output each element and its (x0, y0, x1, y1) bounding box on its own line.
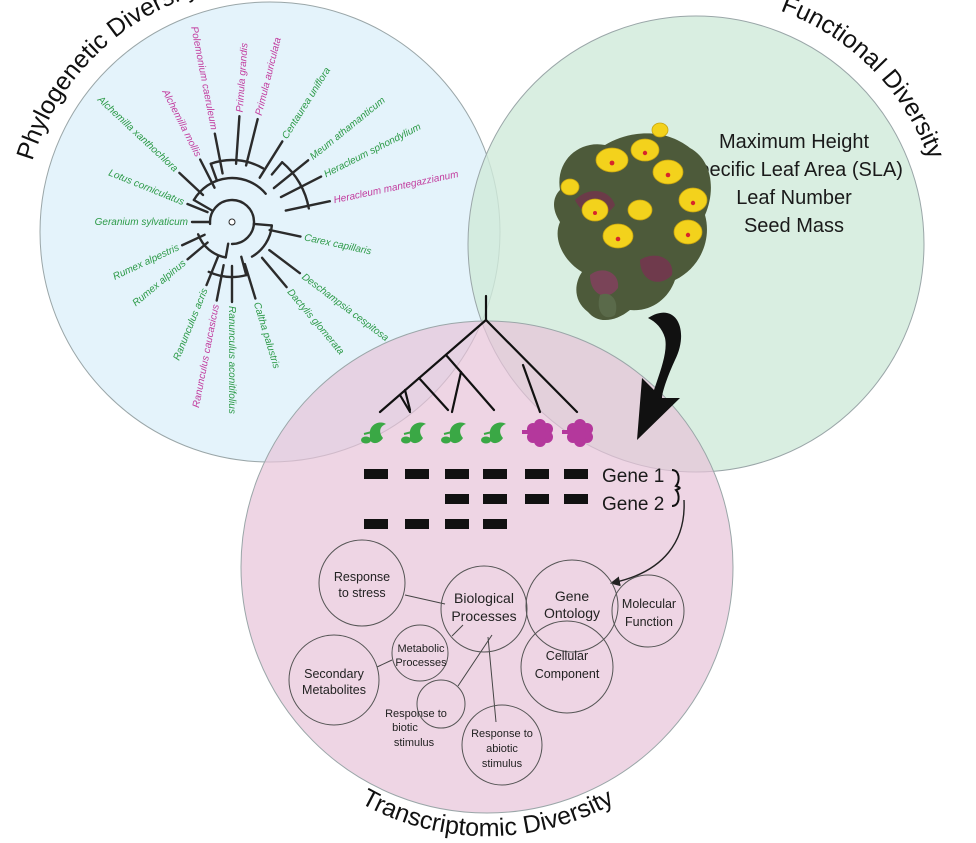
sample-icons (361, 419, 593, 447)
bubble-gene-ontology (525, 559, 619, 653)
gene-bar (405, 469, 429, 479)
bubble-response-stress (318, 539, 406, 627)
go-stress-1: Response (334, 570, 390, 584)
go-secondary-2: Metabolites (302, 683, 366, 697)
species-label: Geranium sylvaticum (95, 217, 188, 228)
gene-expression-bars (364, 469, 588, 529)
go-abiotic-1: Response to (471, 728, 533, 740)
go-molecular-1: Molecular (622, 597, 676, 611)
go-biotic-1: Response to (385, 708, 447, 720)
go-cellular-2: Component (535, 667, 600, 681)
leaf-icon (401, 422, 426, 444)
go-cellular-1: Cellular (546, 649, 588, 663)
gene-bar (483, 519, 507, 529)
trait-max-height: Maximum Height (719, 131, 869, 153)
go-abiotic-3: stimulus (482, 758, 523, 770)
phylogenetic-tree (178, 115, 332, 304)
ontology-connectors (376, 594, 497, 723)
flower-to-tree-arrow (637, 312, 682, 440)
leaf-icon (481, 422, 506, 444)
flower-icon (562, 419, 593, 447)
trait-leaf-number: Leaf Number (736, 187, 852, 209)
bubble-molecular-function (611, 574, 685, 648)
gene-bar (483, 494, 507, 504)
gene-bar (564, 494, 588, 504)
species-label: Primula grandis (235, 43, 251, 113)
gene-1-label: Gene 1 (602, 466, 664, 487)
go-biotic-3: stimulus (394, 737, 435, 749)
go-abiotic-2: abiotic (486, 743, 518, 755)
gene-bar (364, 519, 388, 529)
go-bio-2: Processes (451, 608, 516, 624)
leaf-icon (441, 422, 466, 444)
go-biotic-2: biotic (392, 722, 418, 734)
gene-bar (364, 469, 388, 479)
go-ontology-2: Ontology (544, 605, 600, 621)
gene-bar (525, 469, 549, 479)
gene-brace (671, 469, 681, 507)
bubble-secondary-metabolites (288, 634, 380, 726)
go-stress-2: to stress (338, 586, 385, 600)
bubble-biological-processes (440, 565, 528, 653)
gene-2-label: Gene 2 (602, 494, 664, 515)
ontology-bubbles (288, 539, 685, 786)
bubble-biotic-stimulus (416, 679, 466, 729)
go-metabolic-1: Metabolic (397, 643, 445, 655)
gene-bar (525, 494, 549, 504)
sample-tree (378, 294, 579, 414)
species-label: Ranunculus aconitifolius (226, 306, 237, 414)
bubble-abiotic-stimulus (461, 704, 543, 786)
go-ontology-1: Gene (555, 588, 589, 604)
trait-seed-mass: Seed Mass (744, 215, 844, 237)
gene-bar (445, 469, 469, 479)
flower-icon (522, 419, 553, 447)
mimulus-flower-illustration (554, 122, 711, 321)
gene-bar (445, 494, 469, 504)
go-metabolic-2: Processes (395, 657, 447, 669)
leaf-icon (361, 422, 386, 444)
bubble-metabolic-processes (391, 624, 449, 682)
bubble-cellular-component (520, 620, 614, 714)
gene-bar (445, 519, 469, 529)
gene-bar (483, 469, 507, 479)
trait-list: Maximum Height Specific Leaf Area (SLA) … (685, 131, 903, 237)
brace-to-ontology-arrow (610, 499, 685, 587)
ontology-labels: Response to stress Biological Processes … (302, 570, 676, 770)
gene-bar (405, 519, 429, 529)
trait-sla: Specific Leaf Area (SLA) (685, 159, 903, 181)
go-bio-1: Biological (454, 590, 514, 606)
go-molecular-2: Function (625, 615, 673, 629)
go-secondary-1: Secondary (304, 667, 365, 681)
gene-bar (564, 469, 588, 479)
